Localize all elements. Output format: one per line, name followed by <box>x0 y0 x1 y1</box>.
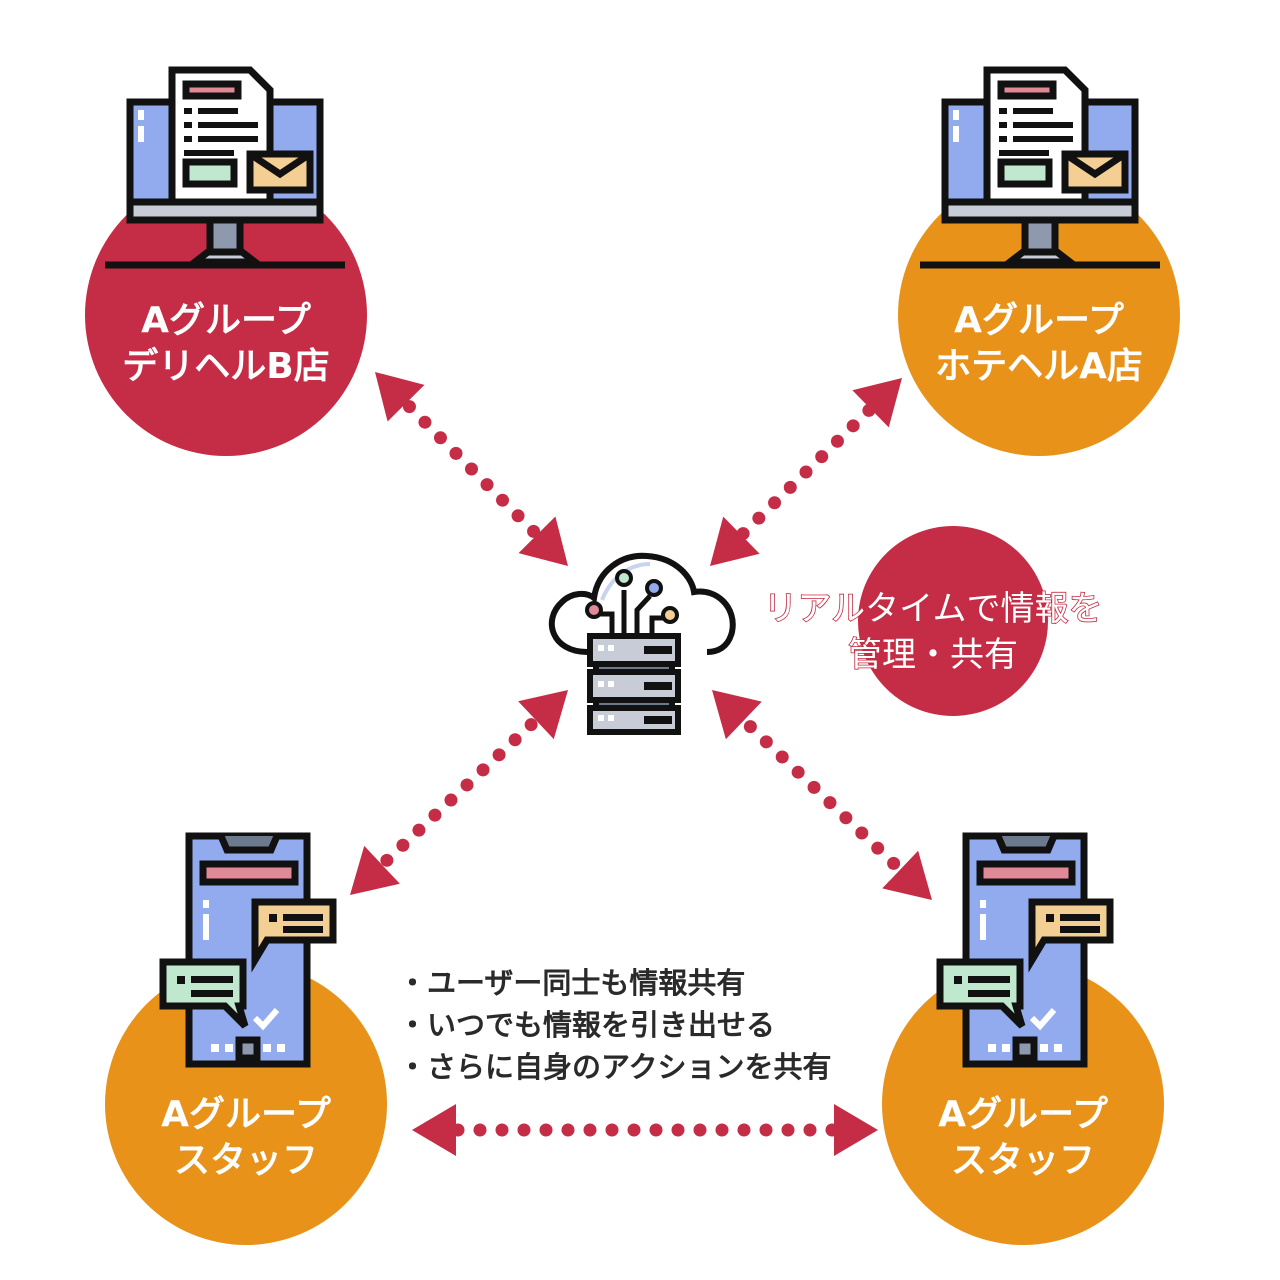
feature-bullet: ・ユーザー同士も情報共有 <box>398 966 746 1000</box>
arrowhead-center <box>882 850 932 900</box>
connection-dot <box>807 780 821 794</box>
connection-dot <box>830 434 844 448</box>
feature-bullet: ・さらに自身のアクションを共有 <box>398 1050 832 1084</box>
desktop-document-icon <box>920 66 1160 269</box>
connection-dot <box>605 1123 619 1137</box>
arrowhead-bottom-right <box>712 690 762 740</box>
connection-dot <box>781 1123 795 1137</box>
connection-dot <box>649 1123 663 1137</box>
connection-dot <box>823 796 837 810</box>
center-caption-line1: リアルタイムで情報を <box>763 588 1104 630</box>
connection-dot <box>449 446 463 460</box>
connection-dot <box>887 856 901 870</box>
connection-dot <box>539 1123 553 1137</box>
connection-dot <box>433 431 447 445</box>
connection-dot <box>492 748 506 762</box>
connection-dot <box>803 1123 817 1137</box>
node-label-line1: Aグループ <box>954 300 1124 341</box>
connection-dot <box>380 853 394 867</box>
connection-dot <box>473 1123 487 1137</box>
connection-dot <box>743 720 757 734</box>
connection-dot <box>855 826 869 840</box>
connection-dot <box>428 808 442 822</box>
connection-dot <box>561 1123 575 1137</box>
arrowhead-top-right <box>852 378 902 428</box>
node-label-bottom-left: Aグループ スタッフ <box>106 1092 386 1184</box>
connection-dot <box>627 1123 641 1137</box>
connection-dot <box>737 1123 751 1137</box>
connection-dot <box>396 838 410 852</box>
connection-dot <box>775 750 789 764</box>
node-label-line1: Aグループ <box>161 1094 331 1135</box>
connection-dot <box>759 1123 773 1137</box>
node-label-bottom-right: Aグループ スタッフ <box>883 1092 1163 1184</box>
desktop-document-icon <box>105 66 345 269</box>
smartphone-chat-icon <box>159 832 337 1068</box>
connection-dot <box>460 778 474 792</box>
connection-dot <box>496 493 510 507</box>
connection-dot <box>839 811 853 825</box>
arrowhead-bottom-right <box>834 1104 878 1156</box>
connection-dot <box>671 1123 685 1137</box>
connection-dot <box>480 478 494 492</box>
center-caption-line2: 管理・共有 <box>847 634 1019 676</box>
connection-dot <box>791 765 805 779</box>
center-caption: リアルタイムで情報を 管理・共有 <box>748 586 1118 678</box>
arrowhead-center <box>518 516 568 566</box>
connection-dot <box>511 509 525 523</box>
cloud-server-icon <box>548 552 736 735</box>
connection-dot <box>444 793 458 807</box>
connection-dot <box>783 480 797 494</box>
connection-dot <box>752 511 766 525</box>
connection-dot <box>715 1123 729 1137</box>
connection-dot <box>846 419 860 433</box>
node-label-top-right: Aグループ ホテヘルA店 <box>899 298 1179 390</box>
connection-dot <box>495 1123 509 1137</box>
connection-dot <box>418 415 432 429</box>
connection-dot <box>527 524 541 538</box>
connection-dot <box>759 735 773 749</box>
connection-dot <box>402 400 416 414</box>
arrowhead-bottom-left <box>412 1104 456 1156</box>
connection-dot <box>412 823 426 837</box>
connection-dot <box>799 465 813 479</box>
center-caption-circle <box>858 526 1048 716</box>
node-label-line1: Aグループ <box>141 300 311 341</box>
connection-dot <box>508 733 522 747</box>
feature-bullet: ・いつでも情報を引き出せる <box>398 1008 776 1042</box>
arrowhead-bottom-left <box>518 690 568 740</box>
node-label-line1: Aグループ <box>938 1094 1108 1135</box>
connection-dot <box>693 1123 707 1137</box>
smartphone-chat-icon <box>936 832 1114 1068</box>
connection-dot <box>871 841 885 855</box>
connection-dot <box>524 718 538 732</box>
connection-dot <box>517 1123 531 1137</box>
connection-dot <box>815 450 829 464</box>
feature-bullet-list: ・ユーザー同士も情報共有 ・いつでも情報を引き出せる ・さらに自身のアクションを… <box>398 962 832 1088</box>
connection-dot <box>583 1123 597 1137</box>
node-label-line2: スタッフ <box>950 1140 1095 1181</box>
connection-dot <box>768 496 782 510</box>
arrowhead-top-left <box>375 372 425 422</box>
arrowhead-center <box>710 516 760 566</box>
arrowhead-center <box>350 845 400 895</box>
connection-dot <box>465 462 478 476</box>
node-label-line2: スタッフ <box>173 1140 318 1181</box>
connection-dot <box>476 763 490 777</box>
node-label-line2: ホテヘルA店 <box>935 346 1143 387</box>
node-label-line2: デリヘルB店 <box>122 346 330 387</box>
node-label-top-left: Aグループ デリヘルB店 <box>86 298 366 390</box>
